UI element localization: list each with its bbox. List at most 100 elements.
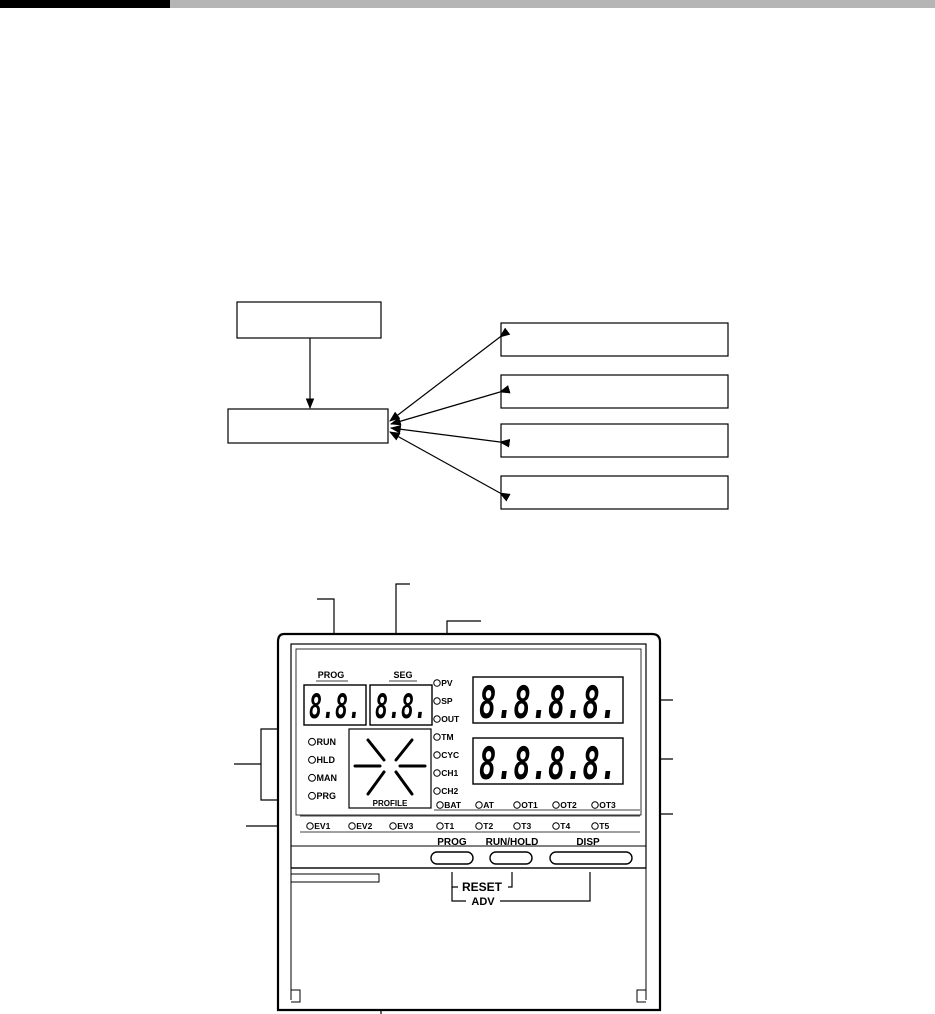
profile-display: PROFILE (348, 728, 432, 809)
pv-display-digits: 8.8.8.8. (479, 678, 617, 729)
indicator-led-icon (475, 801, 483, 809)
reset-label: RESET (462, 880, 503, 894)
hub-box (227, 408, 389, 444)
indicator-led-icon (433, 715, 441, 723)
cover-left-notch (291, 989, 301, 1003)
indicator-led-icon (552, 801, 560, 809)
indicator-label: EV3 (397, 821, 413, 831)
hub-target-4-arrow (389, 431, 511, 502)
indicator-led-icon (591, 822, 599, 830)
indicator-timer-t3: T3 (513, 821, 531, 831)
profile-segment-up-left (366, 738, 386, 762)
pv-display (472, 676, 624, 724)
indicator-label: SP (441, 696, 453, 706)
prog-display-digits: 8.8. (309, 687, 361, 727)
adv-bracket-right (500, 872, 591, 902)
hub-target-2-arrow (389, 385, 511, 426)
indicator-led-icon (552, 822, 560, 830)
indicator-label: BAT (444, 800, 462, 810)
indicator-timer-t5: T5 (591, 821, 609, 831)
indicator-led-icon (308, 755, 316, 764)
indicator-label: AT (483, 800, 495, 810)
indicator-led-icon (308, 773, 316, 782)
indicator-label: CYC (441, 750, 459, 760)
indicator-status-at: AT (475, 800, 495, 810)
indicator-led-icon (389, 822, 397, 830)
sp-display (472, 737, 624, 785)
indicator-led-icon (433, 697, 441, 705)
indicator-label: PV (441, 678, 453, 688)
indicator-label: RUN (317, 737, 337, 747)
status-row-top: BAT AT OT1 OT2 OT3 (436, 800, 616, 810)
indicator-label: T1 (444, 821, 454, 831)
indicator-label: OT1 (521, 800, 538, 810)
indicator-label: TM (441, 732, 453, 742)
prog-key-label: PROG (437, 837, 467, 848)
indicator-led-icon (436, 822, 444, 830)
disp-key-label: DISP (576, 837, 600, 848)
indicator-label: T3 (521, 821, 531, 831)
profile-label: PROFILE (373, 799, 408, 808)
indicator-timer-t1: T1 (436, 821, 454, 831)
indicator-led-icon (433, 769, 441, 777)
indicator-value-cyc: CYC (433, 750, 459, 760)
indicator-mode-man: MAN (308, 773, 338, 783)
indicator-label: EV2 (356, 821, 372, 831)
indicator-label: T2 (483, 821, 493, 831)
indicator-status-ot1: OT1 (513, 800, 538, 810)
indicator-label: T5 (599, 821, 609, 831)
indicator-label: CH1 (441, 768, 458, 778)
sp-display-digits: 8.8.8.8. (479, 739, 617, 790)
adv-label: ADV (471, 896, 495, 908)
indicator-label: OT2 (560, 800, 577, 810)
indicator-value-ch2: CH2 (433, 786, 459, 796)
header-light-bar (170, 0, 935, 8)
adv-bracket-left (451, 887, 466, 902)
profile-box (348, 728, 432, 809)
indicator-timer-t4: T4 (552, 821, 570, 831)
indicator-timer-t2: T2 (475, 821, 493, 831)
flow-diagram (227, 301, 729, 510)
indicator-mode-hld: HLD (308, 755, 335, 765)
indicator-label: PRG (317, 791, 337, 801)
prog-key[interactable] (430, 851, 474, 865)
indicator-led-icon (433, 751, 441, 759)
indicator-status-bat: BAT (436, 800, 462, 810)
indicator-label: OUT (441, 714, 460, 724)
hub-target-3-arrow (389, 424, 511, 448)
indicator-led-icon (433, 733, 441, 741)
profile-segment-up-right (394, 738, 414, 762)
cover-right-notch (636, 989, 646, 1003)
indicator-label: MAN (317, 773, 338, 783)
run-hold-key-label: RUN/HOLD (486, 837, 539, 848)
cover-flap (291, 873, 380, 883)
indicator-led-icon (308, 737, 316, 746)
panel-display-window (295, 648, 642, 816)
indicator-led-icon (433, 679, 441, 687)
target-box-3 (500, 423, 729, 458)
header-dark-bar (0, 0, 170, 8)
indicator-event-ev1: EV1 (306, 821, 331, 831)
prog-display (303, 684, 367, 726)
source-box (236, 301, 382, 339)
indicator-event-ev3: EV3 (389, 821, 414, 831)
seg-label: SEG (393, 670, 412, 680)
disp-key[interactable] (549, 851, 633, 865)
prog-label: PROG (318, 670, 345, 680)
indicator-value-out: OUT (433, 714, 460, 724)
indicator-mode-prg: PRG (308, 791, 337, 801)
indicator-led-icon (436, 801, 444, 809)
indicator-value-tm: TM (433, 732, 454, 742)
run-hold-key[interactable] (489, 851, 533, 865)
indicator-status-ot3: OT3 (591, 800, 616, 810)
indicator-led-icon (348, 822, 356, 830)
target-box-2 (500, 374, 729, 409)
indicator-value-sp: SP (433, 696, 453, 706)
indicator-led-icon (513, 801, 521, 809)
indicator-led-icon (591, 801, 599, 809)
target-box-1 (500, 322, 729, 357)
target-box-4 (500, 475, 729, 510)
reset-bracket-right (508, 872, 513, 888)
